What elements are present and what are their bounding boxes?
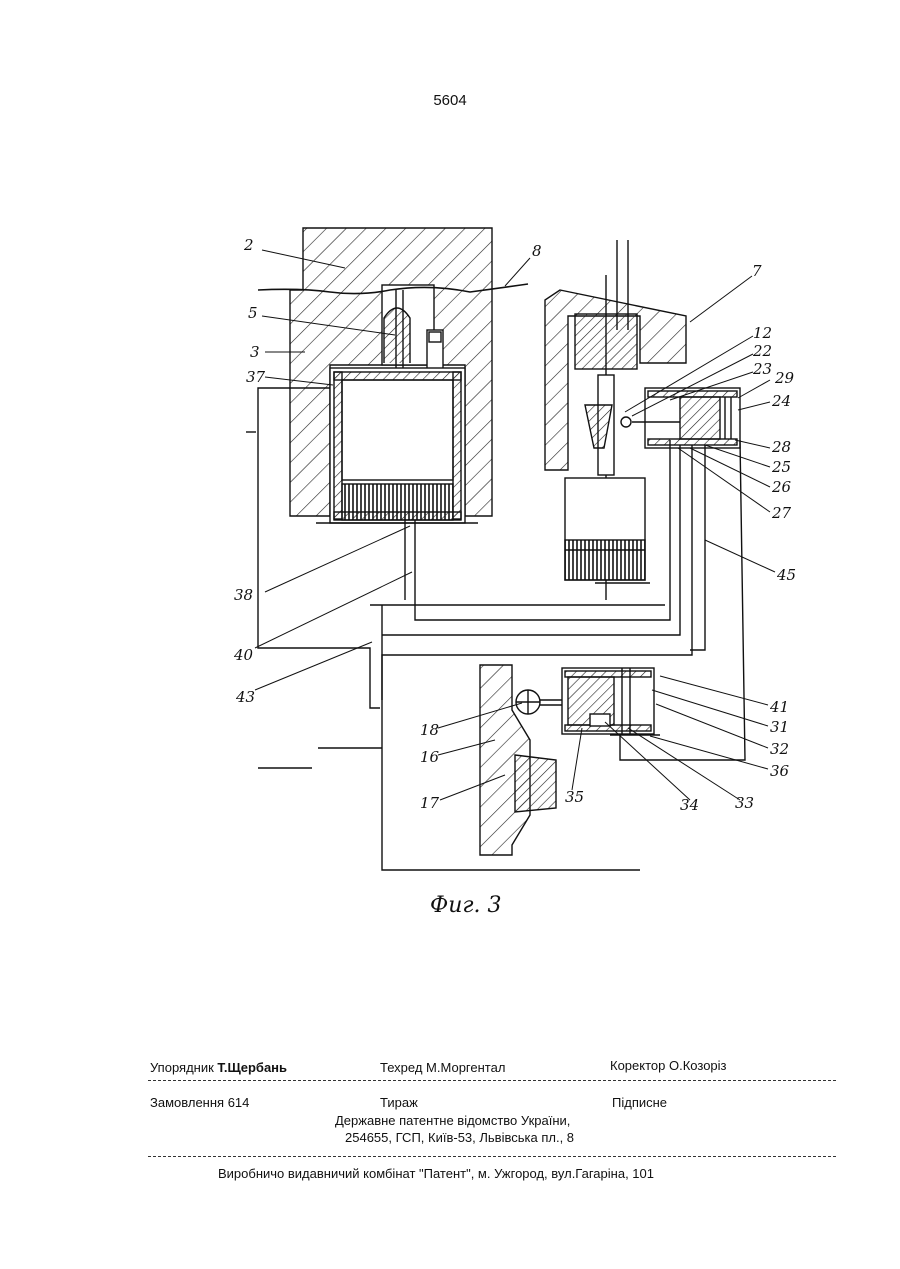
label-2: 2 bbox=[243, 236, 254, 254]
circulation-label: Тираж bbox=[380, 1095, 418, 1110]
label-31: 31 bbox=[770, 718, 789, 736]
corrector-name: О.Козоріз bbox=[669, 1058, 727, 1073]
compiler-label: Упорядник bbox=[150, 1060, 214, 1075]
label-41: 41 bbox=[769, 698, 789, 716]
compiler-name: Т.Щербань bbox=[217, 1060, 287, 1075]
label-34: 34 bbox=[680, 796, 699, 814]
label-27: 27 bbox=[771, 504, 792, 522]
label-24: 24 bbox=[771, 392, 791, 410]
label-26: 26 bbox=[771, 478, 792, 496]
label-40: 40 bbox=[233, 646, 254, 664]
order-number: 614 bbox=[228, 1095, 250, 1110]
order: Замовлення 614 bbox=[150, 1095, 249, 1110]
label-12: 12 bbox=[753, 324, 772, 342]
label-25: 25 bbox=[771, 458, 791, 476]
label-32: 32 bbox=[770, 740, 789, 758]
office-address: 254655, ГСП, Київ-53, Львівська пл., 8 bbox=[345, 1130, 574, 1145]
right-body bbox=[545, 240, 740, 600]
label-33: 33 bbox=[735, 794, 754, 812]
label-37: 37 bbox=[246, 368, 266, 386]
corrector: Коректор О.Козоріз bbox=[610, 1058, 727, 1073]
label-43: 43 bbox=[235, 688, 255, 706]
label-35: 35 bbox=[565, 788, 584, 806]
patent-office: Державне патентне відомство України, bbox=[335, 1113, 570, 1128]
signed-label: Підписне bbox=[612, 1095, 667, 1110]
rule-top bbox=[148, 1080, 836, 1081]
left-body bbox=[258, 228, 528, 523]
compiler: Упорядник Т.Щербань bbox=[150, 1060, 287, 1075]
figure-caption: Фиг. 3 bbox=[430, 893, 502, 918]
label-17: 17 bbox=[420, 794, 440, 812]
label-5: 5 bbox=[248, 304, 258, 322]
techred-name: М.Моргентал bbox=[426, 1060, 505, 1075]
label-45: 45 bbox=[776, 566, 796, 584]
label-28: 28 bbox=[771, 438, 791, 456]
label-8: 8 bbox=[532, 242, 542, 260]
label-22: 22 bbox=[752, 342, 772, 360]
label-18: 18 bbox=[420, 721, 439, 739]
label-38: 38 bbox=[234, 586, 253, 604]
label-36: 36 bbox=[770, 762, 790, 780]
label-7: 7 bbox=[752, 262, 762, 280]
corrector-label: Коректор bbox=[610, 1058, 665, 1073]
order-label: Замовлення bbox=[150, 1095, 224, 1110]
label-23: 23 bbox=[752, 360, 772, 378]
techred-label: Техред bbox=[380, 1060, 422, 1075]
techred: Техред М.Моргентал bbox=[380, 1060, 505, 1075]
rule-bottom bbox=[148, 1156, 836, 1157]
label-29: 29 bbox=[774, 369, 795, 387]
publisher: Виробничо видавничий комбінат "Патент", … bbox=[218, 1166, 654, 1181]
label-16: 16 bbox=[420, 748, 440, 766]
label-3: 3 bbox=[250, 343, 260, 361]
